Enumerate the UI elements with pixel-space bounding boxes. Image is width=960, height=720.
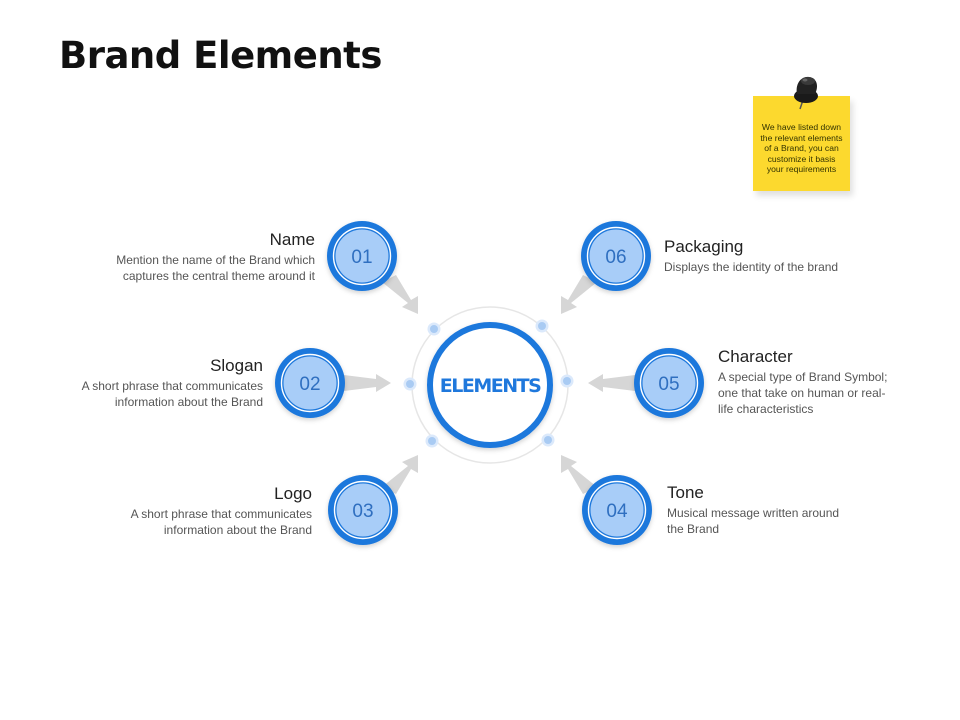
number-01: 01	[351, 247, 372, 268]
arrow-02-icon	[344, 374, 391, 392]
arrow-04-icon	[561, 455, 597, 494]
item-title: Logo	[274, 484, 312, 503]
item-title: Tone	[667, 483, 704, 502]
item-description: A short phrase that communicates informa…	[81, 379, 263, 409]
sticky-note: We have listed down the relevant element…	[753, 96, 850, 191]
item-description: A special type of Brand Symbol; one that…	[718, 370, 888, 416]
item-title: Character	[718, 347, 793, 366]
item-slogan: Slogan A short phrase that communicates …	[23, 356, 263, 410]
number-04: 04	[606, 501, 628, 522]
center-label: ELEMENTS	[440, 375, 541, 397]
item-description: Musical message written around the Brand	[667, 506, 840, 536]
item-title: Name	[269, 230, 315, 249]
pushpin-icon	[794, 76, 818, 110]
item-description: Mention the name of the Brand which capt…	[116, 253, 315, 283]
item-character: Character A special type of Brand Symbol…	[718, 347, 918, 417]
arrows	[344, 275, 635, 494]
item-description: Displays the identity of the brand	[664, 260, 839, 274]
arrow-01-icon	[382, 275, 418, 314]
item-description: A short phrase that communicates informa…	[130, 507, 312, 537]
arrow-05-icon	[588, 374, 635, 392]
number-06: 06	[605, 247, 626, 268]
number-03: 03	[352, 501, 373, 522]
item-title: Slogan	[210, 356, 263, 375]
item-tone: Tone Musical message written around the …	[667, 483, 887, 537]
item-packaging: Packaging Displays the identity of the b…	[664, 237, 904, 275]
page-title: Brand Elements	[59, 34, 382, 77]
arrow-06-icon	[561, 275, 597, 314]
item-name: Name Mention the name of the Brand which…	[55, 230, 315, 284]
item-title: Packaging	[664, 237, 744, 256]
number-02: 02	[299, 374, 320, 395]
number-05: 05	[658, 374, 679, 395]
center-circle	[427, 322, 553, 448]
arrow-03-icon	[382, 455, 418, 494]
item-logo: Logo A short phrase that communicates in…	[72, 484, 312, 538]
sticky-note-text: We have listed down the relevant element…	[760, 122, 843, 175]
